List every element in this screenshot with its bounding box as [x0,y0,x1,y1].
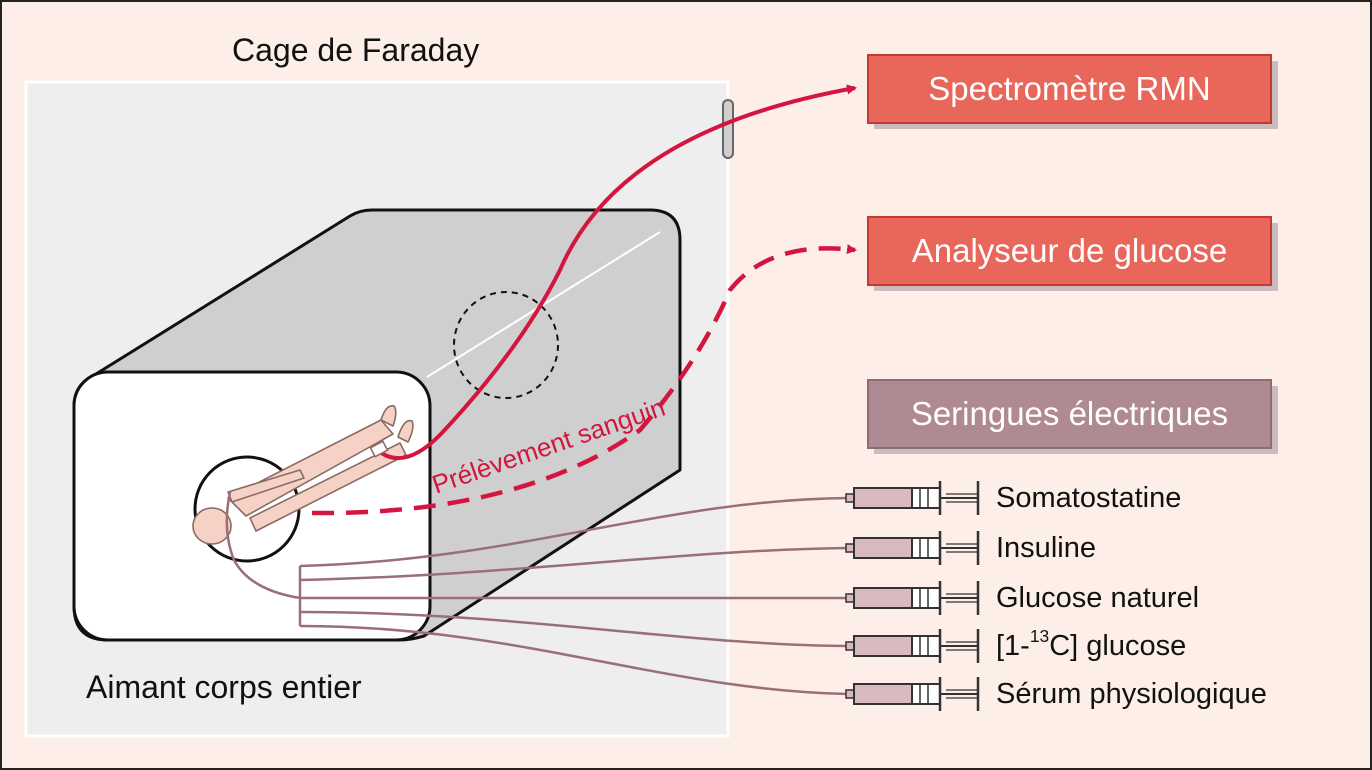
patient-figure [192,404,414,545]
syringe-label-glucose-naturel: Glucose naturel [996,582,1200,614]
infusion-lines [225,491,849,696]
syringe-label-serum-physiologique: Sérum physiologique [996,678,1267,710]
syringe-13c-glucose [845,629,980,663]
syringe-serum-physiologique [845,677,980,711]
patient-head [192,507,232,545]
nmr-box-label: Spectromètre RMN [928,70,1211,107]
patient-leg [249,442,407,532]
magnet-label: Aimant corps entier [86,669,362,705]
bore-back-opening [453,291,559,399]
glucose-analyzer-box-label: Analyseur de glucose [911,232,1228,269]
syringe-label-13c-glucose: [1-13C] glucose [996,627,1187,662]
blood-sample-catheter [369,440,389,458]
patient-body [227,419,394,517]
patient-foot-left [380,404,397,427]
syringe-insuline [845,531,980,565]
patient-arm [227,469,305,503]
nmr-box [867,54,1272,124]
glucose-analyzer-box [867,216,1272,286]
magnet-axis-line [426,231,661,378]
infusion-line-serum [299,624,849,696]
tube-to-glucose-analyzer [311,244,857,516]
infusion-line-somatostatine [299,496,849,568]
syringes-title-box [867,379,1272,449]
cage-feedthrough [722,99,734,159]
label-13c-prefix: [1- [996,630,1030,662]
faraday-cage-label: Cage de Faraday [232,32,480,68]
label-13c-superscript: 13 [1029,625,1050,646]
syringe-glucose-naturel [845,581,980,615]
syringe-group [845,481,980,711]
infusion-line-13c-glucose [299,610,849,648]
syringe-somatostatine [845,481,980,515]
syringes-title-label: Seringues électriques [910,395,1229,432]
infusion-line-insuline [299,546,849,582]
infusion-main-line [225,491,301,600]
patient-foot-right [397,419,414,443]
syringe-label-somatostatine: Somatostatine [996,482,1182,514]
label-13c-suffix: C] glucose [1049,630,1187,662]
syringe-label-insuline: Insuline [996,532,1096,564]
tube-to-nmr [378,84,857,461]
